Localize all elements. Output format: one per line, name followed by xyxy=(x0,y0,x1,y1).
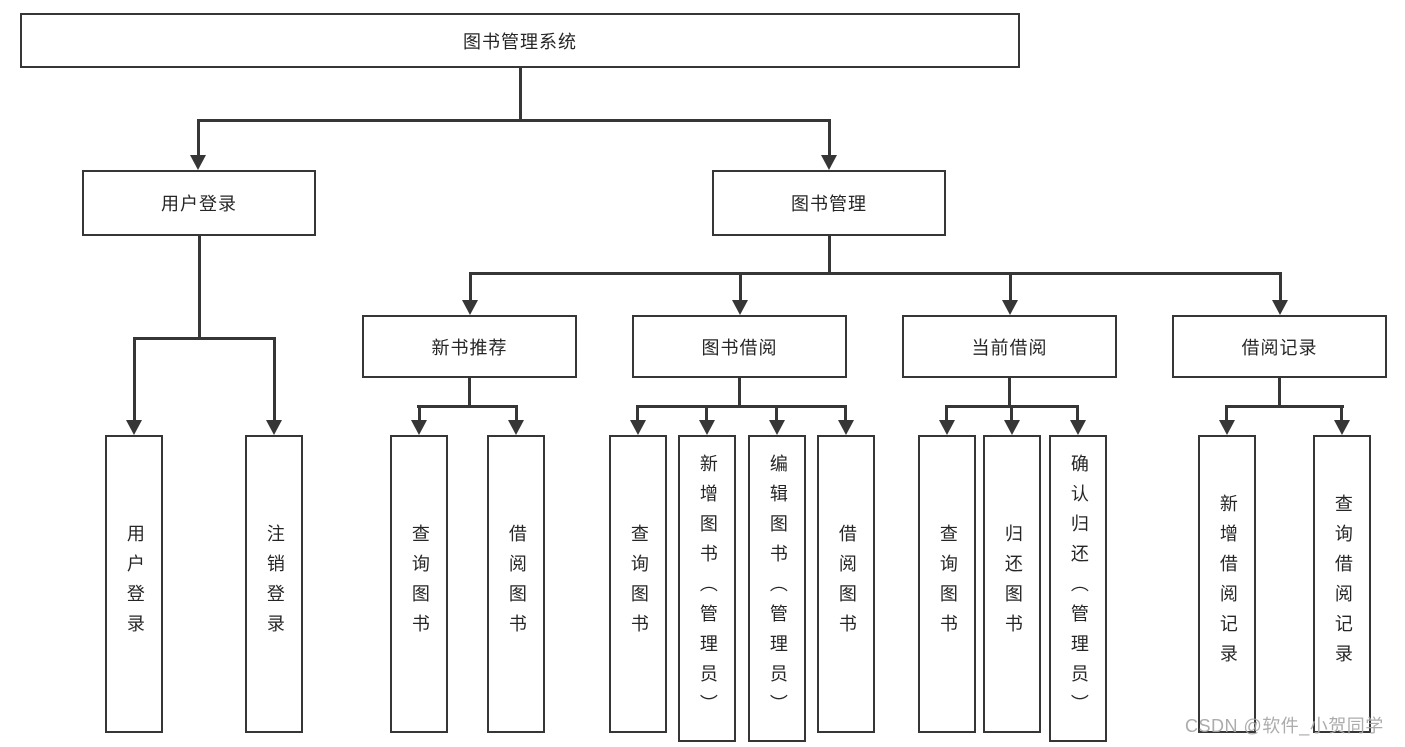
arrowhead-down-icon xyxy=(508,420,524,435)
connector-cb-stem xyxy=(1008,378,1011,408)
node-book-management: 图书管理 xyxy=(712,170,946,236)
connector-br-bar xyxy=(1225,405,1344,408)
leaf-cb-return-books-label: 归还图书 xyxy=(1002,524,1023,644)
connector-userlogin-stem xyxy=(198,236,201,340)
connector-bookmgmt-bar xyxy=(469,272,1282,275)
node-root: 图书管理系统 xyxy=(20,13,1020,68)
leaf-bb-search-books-label: 查询图书 xyxy=(628,524,649,644)
connector-root-stem xyxy=(519,68,522,122)
connector-bb-bar xyxy=(636,405,847,408)
connector-bookmgmt-shaft xyxy=(1279,272,1282,302)
connector-cb-shaft xyxy=(1010,405,1013,422)
leaf-logout-label: 注销登录 xyxy=(264,524,285,644)
leaf-cb-confirm-return-admin-label: 确认归还（管理员） xyxy=(1068,453,1089,724)
connector-bookmgmt-shaft xyxy=(739,272,742,302)
node-user-login: 用户登录 xyxy=(82,170,316,236)
connector-bookmgmt-shaft xyxy=(469,272,472,302)
leaf-bb-add-books-admin: 新增图书（管理员） xyxy=(678,435,736,742)
leaf-logout: 注销登录 xyxy=(245,435,303,733)
connector-nbr-stem xyxy=(468,378,471,408)
connector-bb-stem xyxy=(738,378,741,408)
leaf-br-add-record-label: 新增借阅记录 xyxy=(1217,494,1238,674)
leaf-cb-confirm-return-admin: 确认归还（管理员） xyxy=(1049,435,1107,742)
connector-nbr-shaft xyxy=(418,405,421,422)
leaf-nbr-search-books-label: 查询图书 xyxy=(409,524,430,644)
connector-cb-shaft xyxy=(1076,405,1079,422)
arrowhead-down-icon xyxy=(699,420,715,435)
leaf-bb-edit-books-admin-label: 编辑图书（管理员） xyxy=(767,453,788,724)
arrowhead-down-icon xyxy=(462,300,478,315)
node-new-book-recommend-label: 新书推荐 xyxy=(431,337,508,358)
leaf-bb-borrow-books: 借阅图书 xyxy=(817,435,875,733)
leaf-bb-edit-books-admin: 编辑图书（管理员） xyxy=(748,435,806,742)
watermark: CSDN @软件_小贺同学 xyxy=(1185,716,1384,736)
arrowhead-down-icon xyxy=(190,155,206,170)
arrowhead-down-icon xyxy=(1334,420,1350,435)
arrowhead-down-icon xyxy=(838,420,854,435)
leaf-bb-add-books-admin-label: 新增图书（管理员） xyxy=(697,453,718,724)
leaf-cb-search-books: 查询图书 xyxy=(918,435,976,733)
arrowhead-down-icon xyxy=(1219,420,1235,435)
leaf-user-login: 用户登录 xyxy=(105,435,163,733)
connector-bookmgmt-stem xyxy=(828,236,831,275)
connector-userlogin-shaft xyxy=(273,337,276,422)
arrowhead-down-icon xyxy=(769,420,785,435)
connector-br-shaft xyxy=(1340,405,1343,422)
connector-bb-shaft xyxy=(636,405,639,422)
connector-bookmgmt-shaft xyxy=(1009,272,1012,302)
connector-userlogin-shaft xyxy=(133,337,136,422)
leaf-user-login-label: 用户登录 xyxy=(124,524,145,644)
leaf-cb-return-books: 归还图书 xyxy=(983,435,1041,733)
arrowhead-down-icon xyxy=(1002,300,1018,315)
leaf-cb-search-books-label: 查询图书 xyxy=(937,524,958,644)
node-book-management-label: 图书管理 xyxy=(791,194,867,214)
node-current-borrowing-label: 当前借阅 xyxy=(971,337,1048,358)
leaf-br-add-record: 新增借阅记录 xyxy=(1198,435,1256,733)
connector-bb-shaft xyxy=(705,405,708,422)
leaf-nbr-borrow-books: 借阅图书 xyxy=(487,435,545,733)
node-new-book-recommend: 新书推荐 xyxy=(362,315,577,378)
arrowhead-down-icon xyxy=(821,155,837,170)
arrowhead-down-icon xyxy=(266,420,282,435)
connector-br-stem xyxy=(1278,378,1281,408)
leaf-bb-search-books: 查询图书 xyxy=(609,435,667,733)
leaf-nbr-borrow-books-label: 借阅图书 xyxy=(506,524,527,644)
connector-bb-shaft xyxy=(775,405,778,422)
connector-nbr-shaft xyxy=(515,405,518,422)
node-borrow-records-label: 借阅记录 xyxy=(1241,337,1318,358)
connector-root-right-shaft xyxy=(828,119,831,157)
connector-userlogin-bar xyxy=(133,337,276,340)
node-user-login-label: 用户登录 xyxy=(161,194,237,214)
connector-root-bar xyxy=(197,119,831,122)
connector-br-shaft xyxy=(1225,405,1228,422)
arrowhead-down-icon xyxy=(411,420,427,435)
arrowhead-down-icon xyxy=(939,420,955,435)
arrowhead-down-icon xyxy=(732,300,748,315)
connector-bb-shaft xyxy=(844,405,847,422)
leaf-nbr-search-books: 查询图书 xyxy=(390,435,448,733)
arrowhead-down-icon xyxy=(630,420,646,435)
connector-nbr-bar xyxy=(417,405,518,408)
node-book-borrowing: 图书借阅 xyxy=(632,315,847,378)
node-book-borrowing-label: 图书借阅 xyxy=(701,337,778,358)
leaf-bb-borrow-books-label: 借阅图书 xyxy=(836,524,857,644)
node-borrow-records: 借阅记录 xyxy=(1172,315,1387,378)
arrowhead-down-icon xyxy=(1272,300,1288,315)
arrowhead-down-icon xyxy=(126,420,142,435)
leaf-br-search-record-label: 查询借阅记录 xyxy=(1332,494,1353,674)
connector-cb-shaft xyxy=(945,405,948,422)
arrowhead-down-icon xyxy=(1070,420,1086,435)
arrowhead-down-icon xyxy=(1004,420,1020,435)
node-current-borrowing: 当前借阅 xyxy=(902,315,1117,378)
leaf-br-search-record: 查询借阅记录 xyxy=(1313,435,1371,733)
connector-root-left-shaft xyxy=(197,119,200,157)
node-root-label: 图书管理系统 xyxy=(463,31,577,52)
